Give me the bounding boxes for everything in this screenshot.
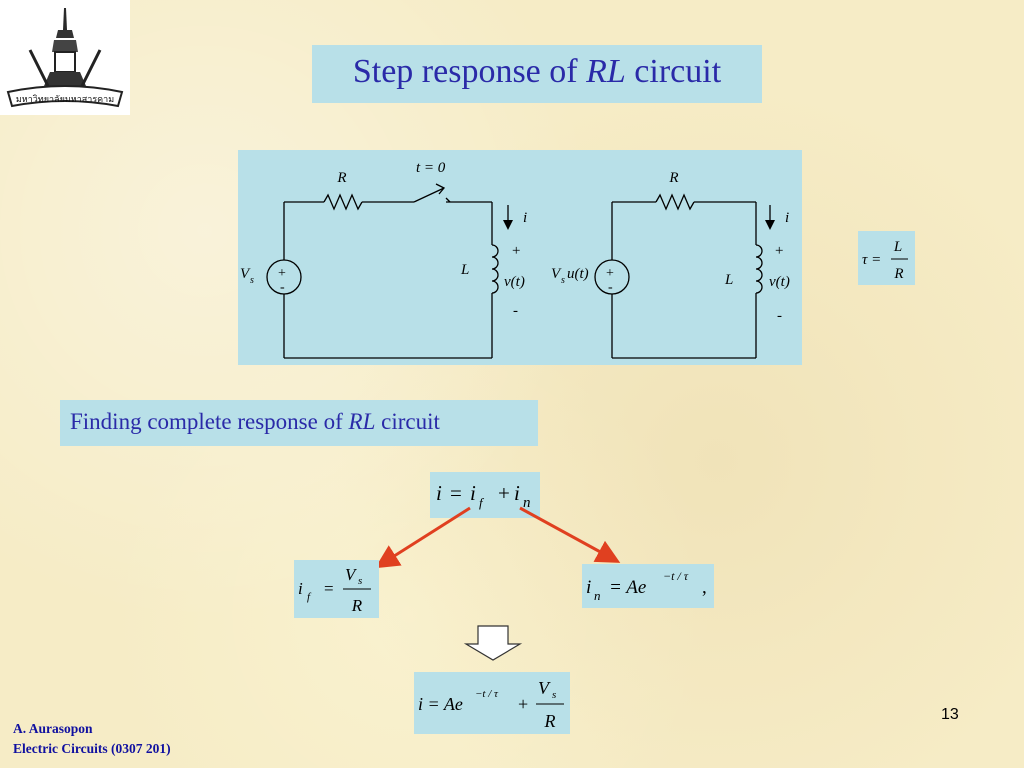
forced-response-box: i f = V s R bbox=[294, 560, 379, 618]
left-source-label: V bbox=[240, 266, 251, 282]
subtitle-prefix: Finding complete response of bbox=[70, 409, 349, 434]
eq-complete-num-sub: s bbox=[552, 689, 556, 701]
eq-forced-i: i bbox=[298, 579, 303, 598]
switch-label: t = 0 bbox=[416, 160, 446, 176]
subtitle-box: Finding complete response of RL circuit bbox=[60, 400, 538, 446]
title-italic: RL bbox=[586, 53, 626, 90]
right-source-suffix: u(t) bbox=[567, 266, 589, 282]
eq-total-i1: i bbox=[470, 481, 476, 505]
university-logo: มหาวิทยาลัยมหาสารคาม bbox=[0, 0, 130, 115]
eq-total-eq: = bbox=[450, 481, 462, 505]
tau-lhs: τ = bbox=[862, 252, 881, 268]
title-suffix: circuit bbox=[625, 53, 722, 90]
eq-total-plus: + bbox=[498, 481, 510, 505]
natural-response-equation: i n = Ae −t / τ , bbox=[586, 569, 707, 603]
eq-total-i: i bbox=[436, 481, 442, 505]
eq-forced-eq: = bbox=[324, 579, 334, 598]
subtitle-suffix: circuit bbox=[375, 409, 440, 434]
complete-response-box: i = Ae −t / τ + V s R bbox=[414, 672, 570, 734]
subtitle-italic: RL bbox=[348, 409, 376, 434]
eq-complete-exp: −t / τ bbox=[475, 688, 499, 700]
eq-complete-num: V bbox=[538, 678, 551, 698]
tau-denominator: R bbox=[893, 266, 903, 282]
left-source-plus: + bbox=[278, 266, 286, 281]
left-voltage-minus: - bbox=[513, 303, 518, 319]
eq-forced-den: R bbox=[351, 596, 363, 615]
eq-complete-plus: + bbox=[518, 694, 528, 714]
total-response-equation: i = i f + i n bbox=[436, 481, 531, 511]
slide-title-box: Step response of RL circuit bbox=[312, 45, 762, 103]
left-current-label: i bbox=[523, 210, 527, 226]
left-resistor-label: R bbox=[336, 170, 346, 186]
right-inductor-label: L bbox=[724, 272, 733, 288]
eq-complete-lhs: i = Ae bbox=[418, 694, 463, 714]
footer-course: Electric Circuits (0307 201) bbox=[13, 741, 171, 756]
left-source-minus: - bbox=[280, 280, 285, 295]
eq-total-i2: i bbox=[514, 481, 520, 505]
right-voltage-label: v(t) bbox=[769, 274, 790, 290]
tau-numerator: L bbox=[893, 239, 902, 255]
right-source-minus: - bbox=[608, 280, 613, 295]
eq-natural-sub: n bbox=[594, 588, 601, 603]
eq-total-sub-n: n bbox=[523, 495, 531, 511]
eq-natural-i: i bbox=[586, 577, 591, 598]
rl-circuit-diagrams: R t = 0 i L V s + - + v(t) - R i L V s u… bbox=[240, 160, 790, 359]
right-source-plus: + bbox=[606, 266, 614, 281]
page-number: 13 bbox=[941, 706, 959, 723]
right-voltage-minus: - bbox=[777, 308, 782, 324]
current-arrow-icon bbox=[503, 220, 513, 230]
logo-emblem-icon: มหาวิทยาลัยมหาสารคาม bbox=[0, 0, 130, 115]
right-voltage-plus: + bbox=[775, 243, 783, 259]
eq-natural-tail: , bbox=[702, 577, 707, 598]
circuit-diagram-panel: R t = 0 i L V s + - + v(t) - R i L V s u… bbox=[238, 150, 802, 365]
left-voltage-plus: + bbox=[512, 243, 520, 259]
left-inductor-label: L bbox=[460, 262, 469, 278]
eq-natural-exp: −t / τ bbox=[663, 569, 689, 583]
tau-equation-box: τ = L R bbox=[858, 231, 915, 285]
right-current-label: i bbox=[785, 210, 789, 226]
logo-banner-text: มหาวิทยาลัยมหาสารคาม bbox=[16, 94, 114, 105]
left-source-sub: s bbox=[250, 275, 254, 286]
eq-forced-sub: f bbox=[307, 591, 312, 603]
right-source-label: V bbox=[551, 266, 562, 282]
footer-author: A. Aurasopon bbox=[13, 721, 93, 736]
right-resistor-label: R bbox=[668, 170, 678, 186]
right-source-sub: s bbox=[561, 275, 565, 286]
eq-forced-num-sub: s bbox=[358, 575, 362, 587]
eq-natural-eq: = Ae bbox=[609, 577, 646, 598]
subtitle: Finding complete response of RL circuit bbox=[70, 409, 440, 435]
eq-total-sub-f: f bbox=[479, 495, 485, 510]
down-arrow-icon bbox=[463, 625, 523, 661]
title-prefix: Step response of bbox=[352, 53, 587, 90]
eq-forced-num: V bbox=[345, 565, 358, 584]
forced-response-equation: i f = V s R bbox=[298, 565, 371, 615]
eq-complete-den: R bbox=[544, 711, 556, 731]
tau-equation: τ = L R bbox=[862, 239, 908, 282]
total-response-box: i = i f + i n bbox=[430, 472, 540, 518]
left-voltage-label: v(t) bbox=[504, 274, 525, 290]
slide-title: Step response of RL circuit bbox=[312, 53, 762, 91]
natural-response-box: i n = Ae −t / τ , bbox=[582, 564, 714, 608]
current-arrow-icon bbox=[765, 220, 775, 230]
complete-response-equation: i = Ae −t / τ + V s R bbox=[418, 678, 564, 731]
